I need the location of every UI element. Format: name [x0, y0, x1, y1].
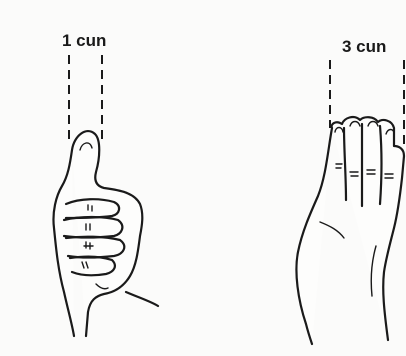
- label-three-cun: 3 cun: [342, 37, 386, 56]
- thumbs-up-hand: [53, 131, 158, 336]
- four-finger-hand: [296, 117, 404, 344]
- label-one-cun: 1 cun: [62, 31, 106, 50]
